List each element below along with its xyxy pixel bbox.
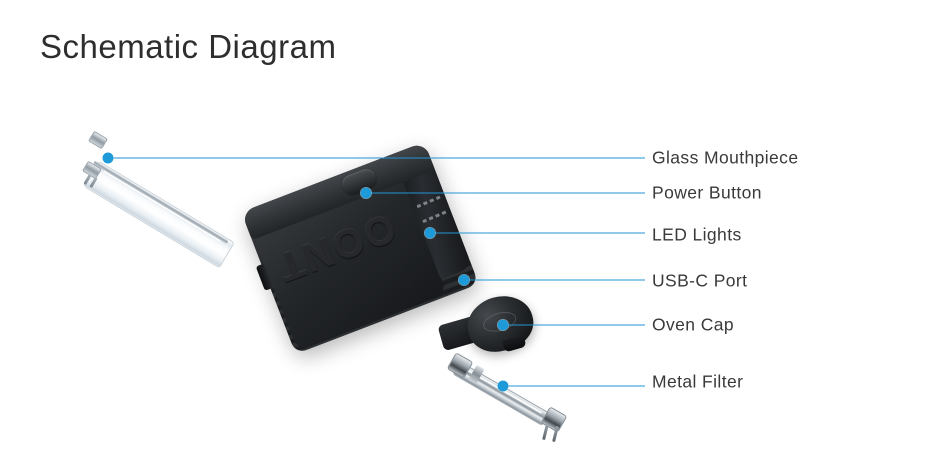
leader-line-led-lights — [430, 232, 645, 234]
part-metal-filter — [446, 352, 588, 444]
page-title: Schematic Diagram — [40, 28, 337, 65]
glass-tube-body — [82, 160, 235, 269]
callout-label-glass-mouthpiece: Glass Mouthpiece — [652, 147, 799, 168]
leader-line-power-button — [366, 192, 645, 194]
leader-line-metal-filter — [503, 385, 645, 387]
callout-label-oven-cap: Oven Cap — [652, 314, 734, 335]
marker-dot-metal-filter[interactable] — [497, 380, 509, 392]
marker-dot-usb-c-port[interactable] — [458, 274, 470, 286]
metal-filter-prong-left — [542, 423, 549, 441]
leader-line-oven-cap — [503, 324, 645, 326]
callout-label-metal-filter: Metal Filter — [652, 371, 744, 392]
marker-dot-glass-mouthpiece[interactable] — [102, 152, 114, 164]
marker-dot-oven-cap[interactable] — [497, 319, 509, 331]
callout-label-led-lights: LED Lights — [652, 224, 742, 245]
glass-ferrule-top — [88, 130, 108, 150]
leader-line-glass-mouthpiece — [108, 157, 645, 159]
marker-dot-led-lights[interactable] — [424, 227, 436, 239]
leader-line-usb-c-port — [464, 279, 645, 281]
callout-label-power-button: Power Button — [652, 182, 762, 203]
part-glass-mouthpiece — [82, 130, 256, 269]
callout-label-usb-c-port: USB-C Port — [652, 270, 748, 291]
marker-dot-power-button[interactable] — [360, 187, 372, 199]
